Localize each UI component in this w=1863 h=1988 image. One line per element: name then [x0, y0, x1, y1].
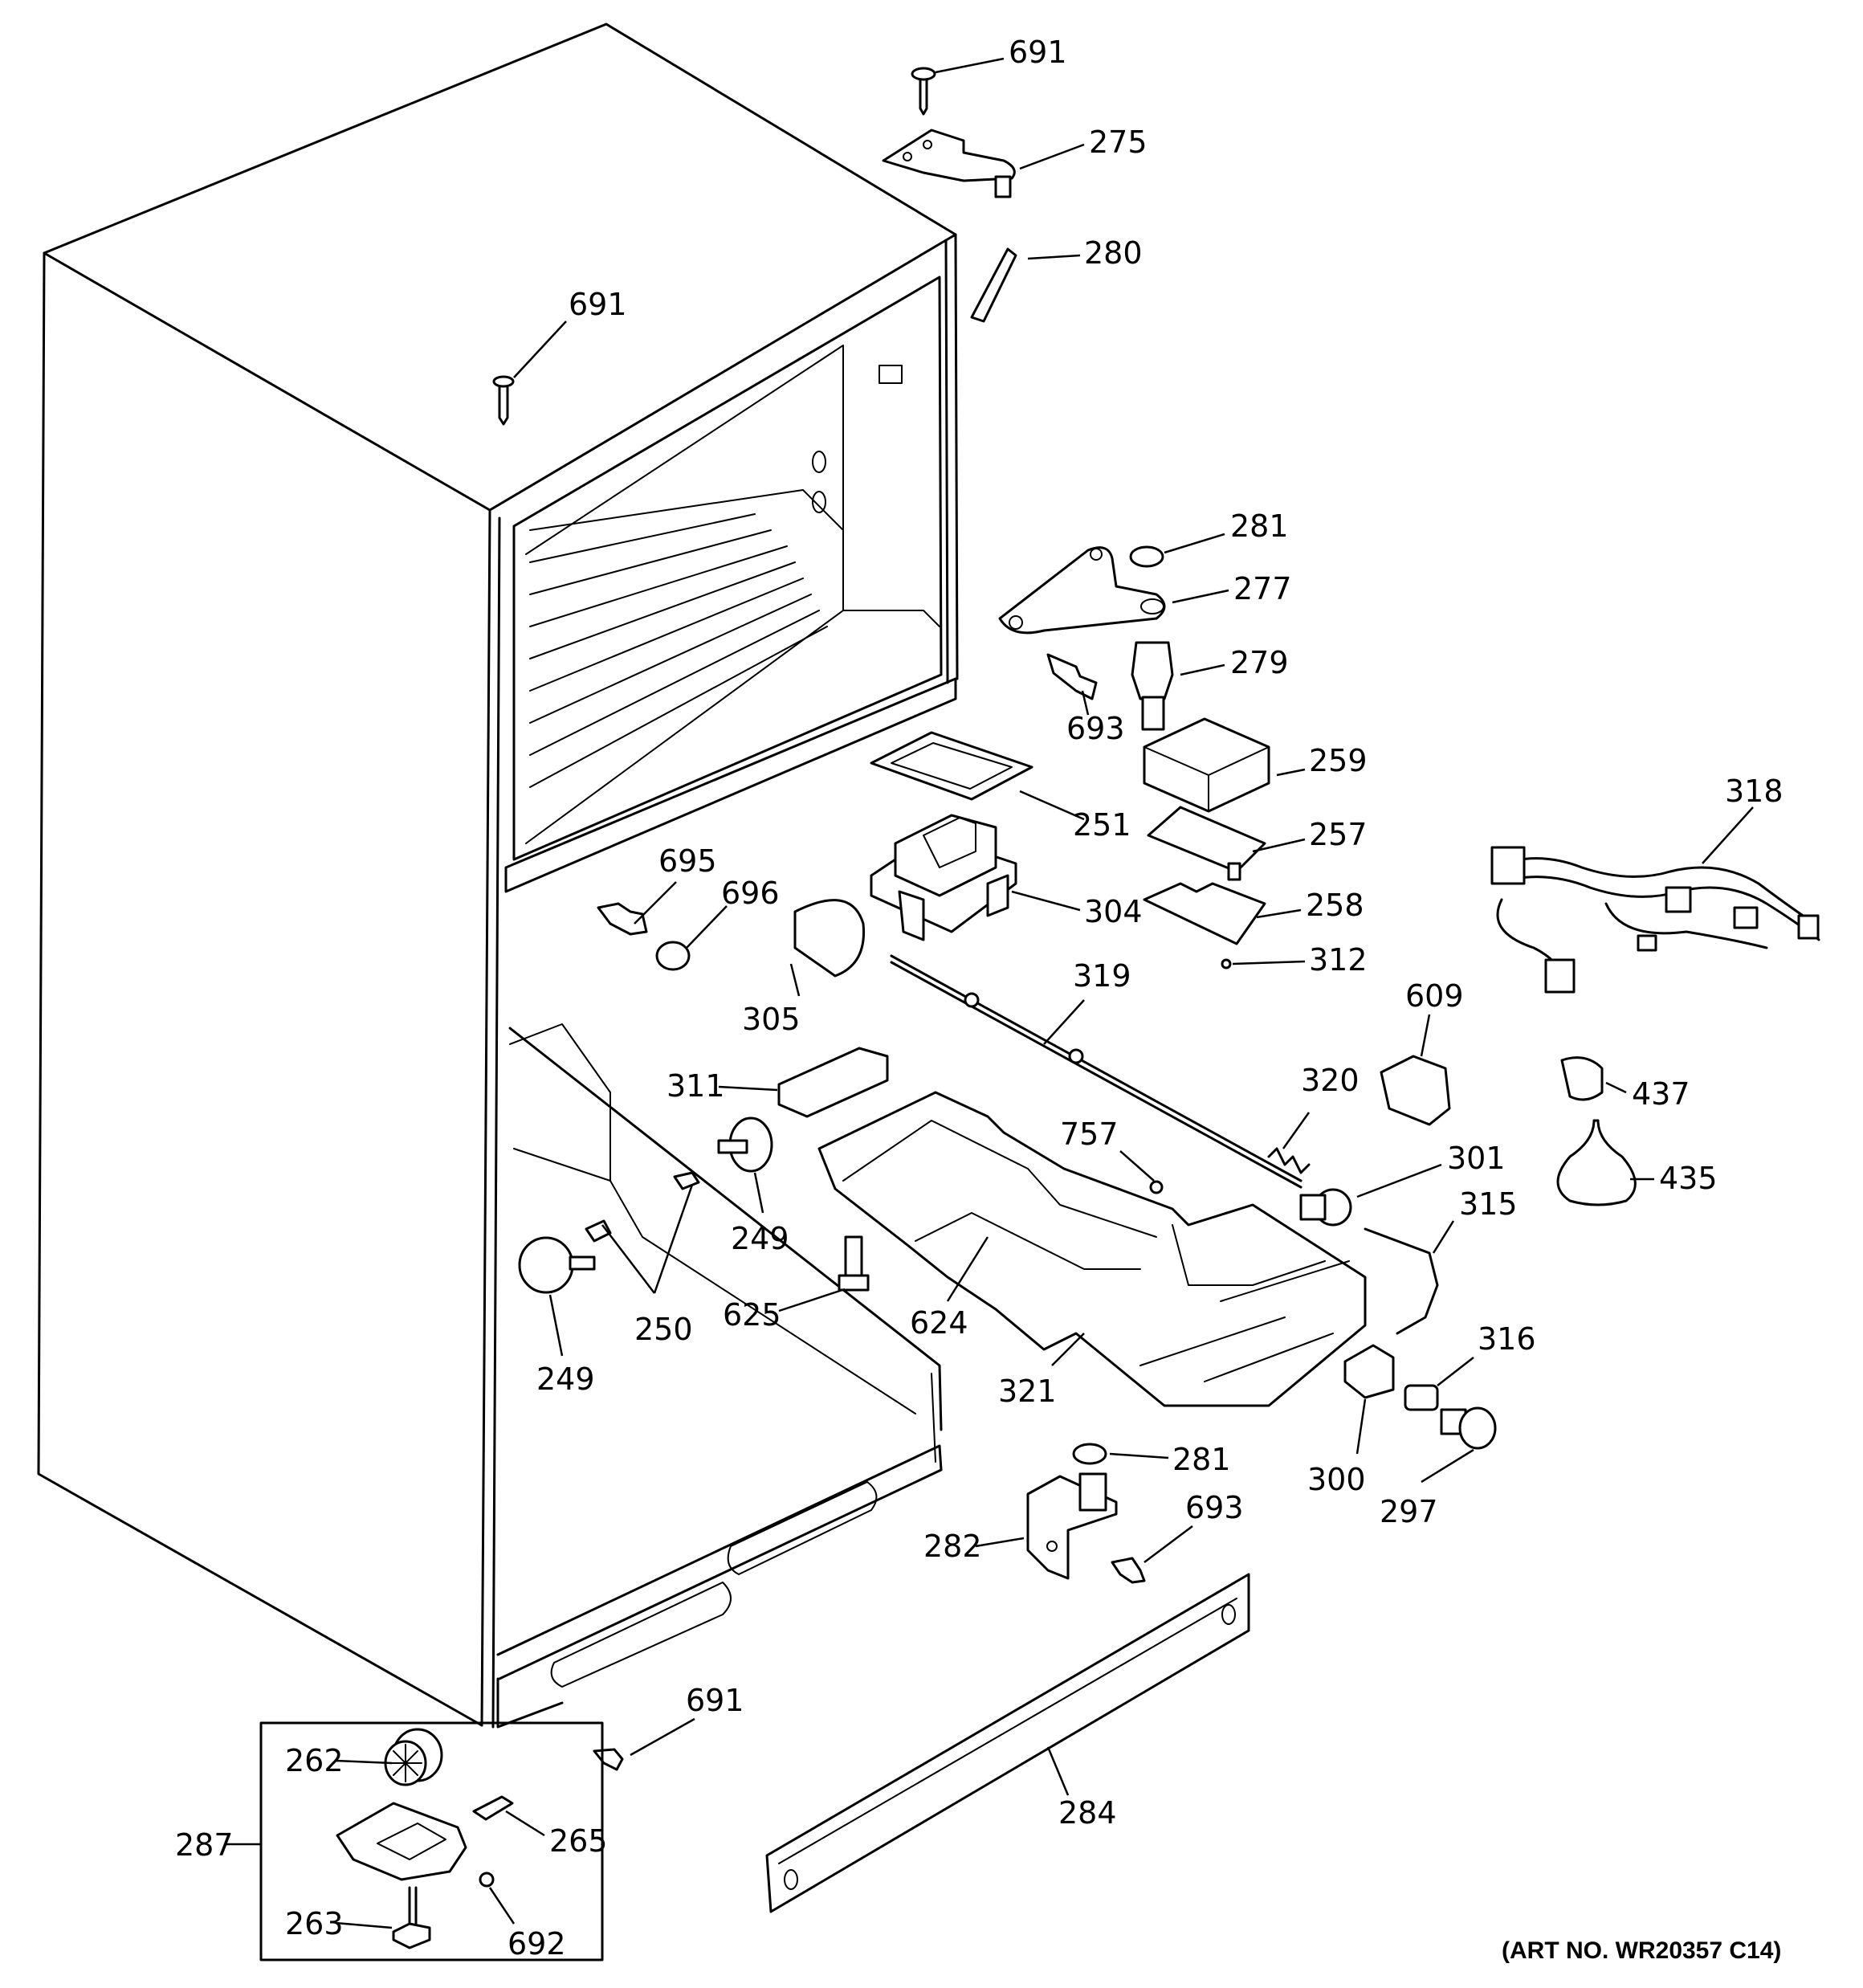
washer-281-bottom-icon	[1072, 1443, 1107, 1465]
callout-297: 297	[1380, 1494, 1438, 1529]
callout-262: 262	[285, 1743, 344, 1778]
callout-625: 625	[723, 1297, 781, 1333]
callout-277: 277	[1233, 571, 1292, 606]
washer-281-top-icon	[1129, 545, 1164, 568]
refrigerator-cabinet	[37, 22, 959, 1729]
callout-437: 437	[1632, 1076, 1690, 1112]
switch-609-icon	[1380, 1055, 1451, 1126]
frame-624-321-icon	[817, 1091, 1367, 1407]
callout-282: 282	[923, 1529, 982, 1564]
clip-280-icon	[970, 247, 1017, 323]
screw-250-a-icon	[673, 1171, 700, 1190]
callout-691: 691	[569, 287, 627, 322]
callout-258: 258	[1306, 888, 1364, 923]
callout-265: 265	[549, 1823, 608, 1859]
callout-301: 301	[1447, 1141, 1506, 1176]
callout-304: 304	[1084, 894, 1143, 929]
switch-300-icon	[1343, 1344, 1395, 1399]
leg-263-icon	[392, 1886, 431, 1949]
socket-437-icon	[1560, 1056, 1604, 1101]
callout-312: 312	[1309, 942, 1368, 978]
screw-312-icon	[1221, 958, 1232, 970]
art-number: (ART NO. WR20357 C14)	[1502, 1937, 1781, 1964]
screw-693-mid-icon	[1046, 653, 1098, 700]
callout-263: 263	[285, 1906, 344, 1941]
board-257-icon	[1147, 806, 1266, 881]
callout-284: 284	[1058, 1795, 1117, 1831]
stop-249-left-icon	[518, 1236, 596, 1294]
bushing-316-icon	[1404, 1384, 1439, 1411]
knob-301-icon	[1299, 1188, 1352, 1227]
screw-693-bottom-icon	[1111, 1557, 1146, 1584]
callout-275: 275	[1089, 125, 1148, 160]
callout-257: 257	[1309, 817, 1368, 852]
bulb-435-icon	[1556, 1119, 1637, 1206]
callout-305: 305	[742, 1002, 801, 1037]
screw-692-icon	[479, 1872, 495, 1888]
callout-311: 311	[667, 1068, 725, 1104]
harness-318-icon	[1490, 846, 1820, 994]
callout-259: 259	[1309, 743, 1368, 778]
screw-691-bottom-icon	[593, 1748, 624, 1771]
callout-693: 693	[1185, 1490, 1244, 1525]
pin-279-icon	[1131, 641, 1174, 731]
thermostat-315-icon	[1364, 1227, 1439, 1335]
callout-695: 695	[658, 843, 717, 879]
hinge-277-icon	[998, 546, 1166, 635]
knob-297-icon	[1440, 1406, 1497, 1450]
callout-279: 279	[1230, 645, 1289, 680]
callout-281: 281	[1172, 1442, 1231, 1477]
callout-315: 315	[1459, 1186, 1518, 1222]
stop-249-right-icon	[717, 1116, 773, 1173]
callout-321: 321	[998, 1374, 1057, 1409]
callout-249: 249	[731, 1221, 789, 1256]
insert-311-icon	[777, 1047, 889, 1118]
callout-300: 300	[1307, 1462, 1366, 1497]
callout-696: 696	[721, 876, 780, 911]
screw-695-icon	[597, 902, 648, 936]
screw-757-icon	[1149, 1180, 1164, 1194]
callout-251: 251	[1073, 807, 1131, 843]
callout-250: 250	[634, 1312, 693, 1347]
callout-labels: 691 275 280 691 281 277 279 693 259 251 …	[175, 35, 1784, 1964]
cover-259-icon	[1143, 717, 1270, 813]
callout-609: 609	[1405, 978, 1464, 1014]
gasket-251-icon	[870, 731, 1033, 801]
wheel-262-icon	[384, 1728, 443, 1786]
callout-318: 318	[1725, 774, 1784, 809]
housing-304-icon	[870, 814, 1017, 941]
callout-693: 693	[1066, 711, 1125, 746]
leveler-kit-287-box	[259, 1721, 604, 1961]
callout-435: 435	[1659, 1161, 1718, 1196]
spring-320-icon	[1267, 1147, 1311, 1174]
pin-265-icon	[472, 1795, 514, 1821]
callout-692: 692	[508, 1926, 566, 1961]
leader-lines	[226, 57, 1754, 1929]
bolt-625-icon	[838, 1235, 870, 1292]
leveler-bracket-icon	[336, 1802, 467, 1881]
screw-691-top-icon	[911, 67, 936, 116]
hinge-282-icon	[1026, 1472, 1118, 1580]
callout-287: 287	[175, 1827, 234, 1863]
cam-305-icon	[793, 899, 866, 978]
callout-624: 624	[910, 1305, 968, 1341]
grille-284-icon	[765, 1573, 1250, 1913]
callout-320: 320	[1301, 1063, 1360, 1098]
callout-757: 757	[1060, 1116, 1119, 1152]
plug-696-icon	[655, 941, 691, 971]
callout-249: 249	[536, 1361, 595, 1397]
callout-316: 316	[1478, 1321, 1536, 1357]
rod-319-icon	[890, 954, 1302, 1189]
bracket-258-icon	[1143, 882, 1266, 945]
callout-319: 319	[1073, 958, 1131, 994]
callout-281: 281	[1230, 508, 1289, 544]
hinge-275-icon	[882, 129, 1016, 198]
callout-280: 280	[1084, 235, 1143, 271]
screw-691-cabinet-icon	[492, 375, 515, 426]
callout-691: 691	[1009, 35, 1067, 70]
callout-691: 691	[686, 1683, 744, 1718]
